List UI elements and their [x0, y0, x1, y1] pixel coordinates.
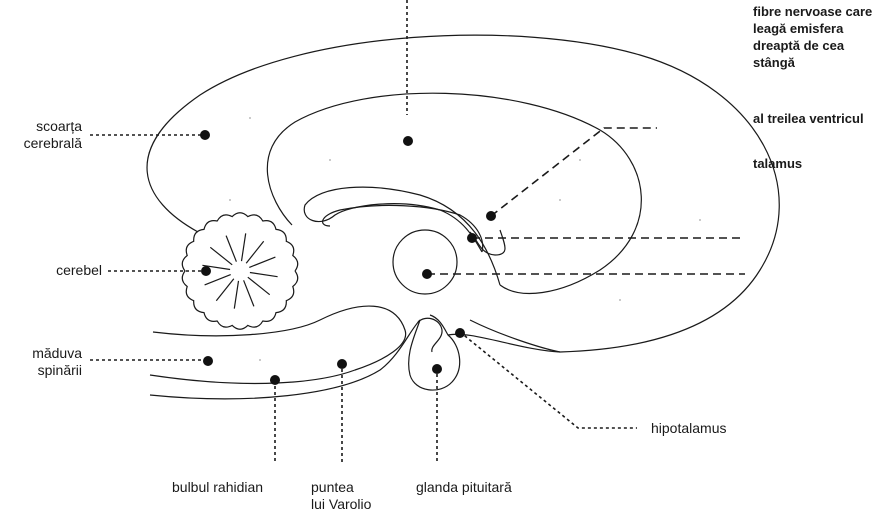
cerebellum-ray: [234, 281, 238, 309]
leader-hypothalamus: [460, 332, 637, 428]
marker-cortex: [200, 130, 210, 140]
pituitary-stalk: [418, 318, 442, 352]
cerebellum-ray: [249, 257, 275, 267]
marker-pons: [337, 359, 347, 369]
label-medulla: bulbul rahidian: [172, 479, 263, 496]
label-cerebellum: cerebel: [10, 262, 102, 279]
cerebellum-ray: [246, 241, 264, 263]
cerebrum-inner-outline: [267, 93, 641, 293]
marker-corpus-callosum: [403, 136, 413, 146]
cerebellum-ray: [250, 273, 278, 277]
spinal-cord-upper: [150, 306, 406, 383]
marker-third-ventricle: [486, 211, 496, 221]
cerebellum-ray: [210, 247, 232, 264]
label-corpus-callosum: fibre nervoase care leagă emisfera dreap…: [753, 3, 872, 71]
label-cortex: scoarța cerebrală: [10, 118, 82, 152]
label-hypothalamus: hipotalamus: [651, 420, 727, 437]
thalamus-shape: [393, 230, 457, 294]
label-pons: puntea lui Varolio: [311, 479, 371, 513]
marker-spinal-cord: [203, 356, 213, 366]
label-thalamus: talamus: [753, 155, 802, 172]
cerebellum-ray: [226, 236, 236, 262]
cerebellum-ray: [248, 277, 270, 295]
marker-cerebellum: [201, 266, 211, 276]
fornix-curl: [323, 205, 483, 252]
marker-fornix: [467, 233, 477, 243]
leader-third-ventricle: [491, 128, 657, 216]
label-spinal-cord: măduva spinării: [10, 345, 82, 379]
cerebellum-ray: [242, 233, 246, 261]
cerebellum-ray: [205, 275, 231, 285]
marker-hypothalamus: [455, 328, 465, 338]
pituitary-shape: [409, 315, 460, 390]
cerebrum-outline: [147, 35, 779, 352]
cerebellum-ray: [216, 279, 234, 301]
label-pituitary: glanda pituitară: [416, 479, 512, 496]
marker-pituitary: [432, 364, 442, 374]
marker-thalamus: [422, 269, 432, 279]
marker-medulla: [270, 375, 280, 385]
label-third-ventricle: al treilea ventricul: [753, 110, 864, 127]
cerebellum-ray: [244, 280, 254, 306]
